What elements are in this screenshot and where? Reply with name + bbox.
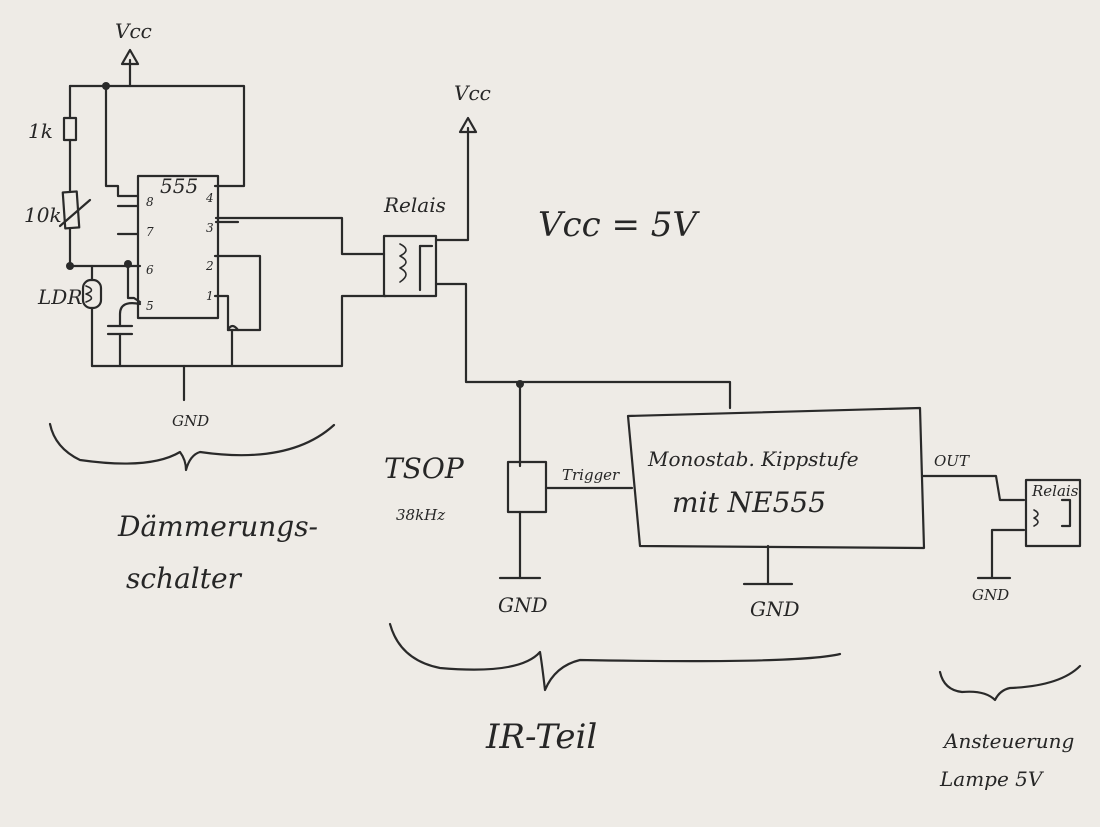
vcc-arrow-left [120, 48, 140, 88]
label-555: 555 [160, 174, 198, 198]
gnd-label-left: GND [172, 412, 209, 430]
section-title-daemmerung-1: Dämmerungs- [117, 510, 318, 543]
resistor-1k [62, 116, 78, 194]
pin-1: 1 [206, 289, 214, 303]
section-title-lamp-2: Lampe 5V [939, 767, 1045, 791]
pin-2: 2 [205, 259, 214, 273]
pin-5: 5 [146, 299, 154, 313]
monoflop-label-2: mit NE555 [672, 486, 826, 519]
pin-7: 7 [146, 225, 154, 239]
gnd-label-monoflop: GND [750, 597, 800, 621]
brace-daemmerung [48, 422, 336, 472]
gnd-label-tsop: GND [498, 593, 548, 617]
gnd-label-lamp: GND [972, 586, 1009, 604]
relay-label-1: Relais [383, 193, 446, 217]
section-title-daemmerung-2: schalter [126, 562, 243, 595]
tsop-label: TSOP [384, 452, 465, 485]
brace-ir [388, 622, 842, 692]
ic-555 [116, 174, 262, 332]
vcc-label-relay: Vcc [454, 81, 491, 105]
out-label: OUT [934, 452, 970, 470]
capacitor [106, 302, 142, 368]
relay-2 [976, 478, 1082, 580]
pin-3: 3 [206, 221, 214, 235]
monoflop-label-1: Monostab. Kippstufe [647, 447, 859, 471]
ldr [81, 264, 103, 368]
section-title-lamp-1: Ansteuerung [942, 729, 1074, 753]
tsop-sensor [498, 380, 634, 580]
trigger-label: Trigger [562, 466, 620, 484]
label-ldr: LDR [37, 285, 82, 309]
vcc-label-left: Vcc [115, 19, 152, 43]
brace-lamp [938, 664, 1082, 702]
section-title-ir: IR-Teil [485, 717, 597, 757]
label-10k: 10k [24, 203, 62, 227]
relay-label-2: Relais [1031, 482, 1079, 500]
monoflop-block [626, 406, 1026, 586]
vcc-equation: Vcc = 5V [538, 205, 700, 245]
potentiometer-10k [58, 190, 92, 268]
relay-1 [382, 116, 732, 410]
tsop-frequency: 38kHz [396, 506, 445, 524]
pin-6: 6 [146, 263, 154, 277]
label-1k: 1k [28, 119, 53, 143]
bottom-wiring-left [90, 216, 388, 402]
pin-4: 4 [205, 191, 214, 205]
top-left-wiring [68, 82, 246, 198]
pin-8: 8 [146, 195, 154, 209]
